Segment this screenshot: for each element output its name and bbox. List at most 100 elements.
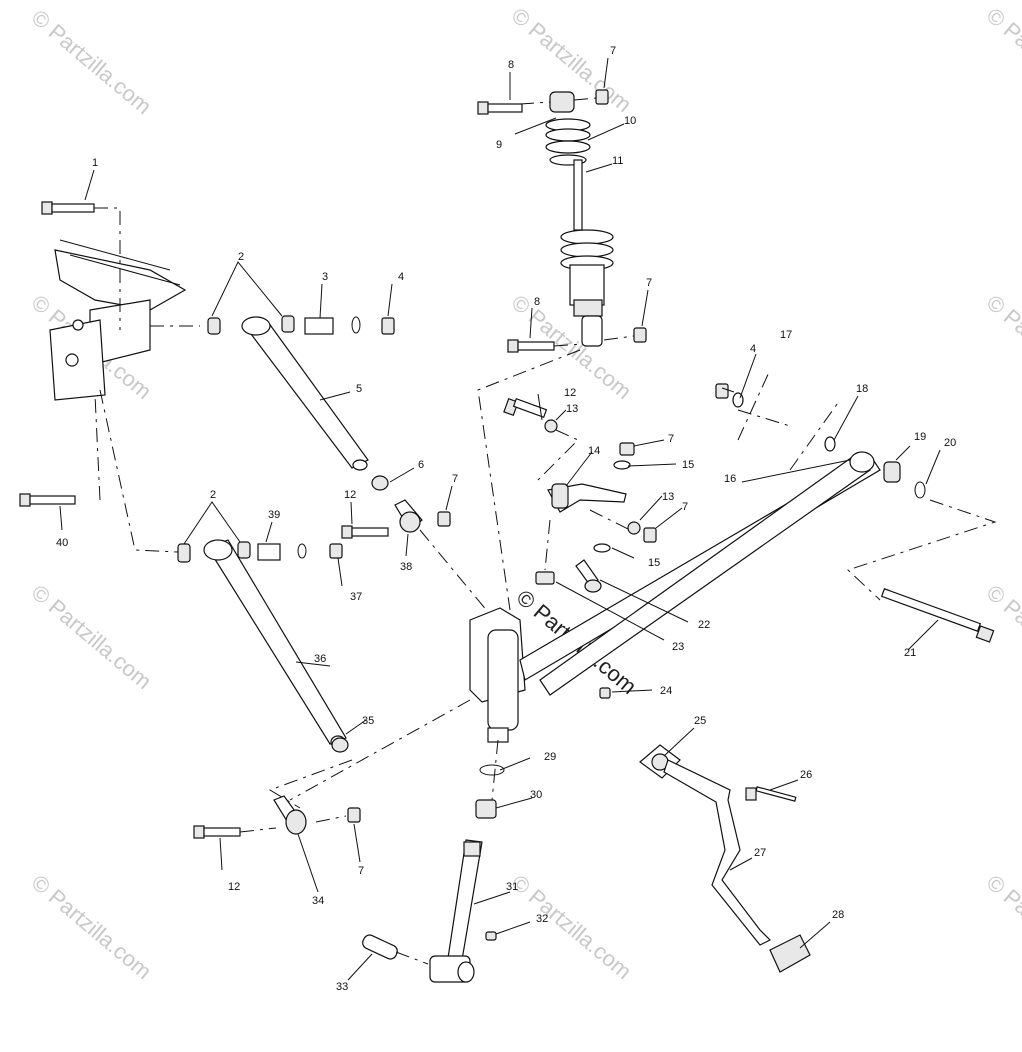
part-label: 2 [210, 489, 216, 501]
part-label: 12 [228, 881, 240, 893]
part-label: 26 [800, 769, 812, 781]
lower-a-arm [203, 539, 347, 749]
part-label: 16 [724, 473, 736, 485]
part-label: 1 [92, 157, 98, 169]
bushing [177, 543, 191, 563]
nut [347, 807, 361, 823]
pin [362, 934, 398, 960]
upper-a-arm [241, 316, 369, 471]
part-label: 13 [566, 403, 578, 415]
bolt-1 [41, 201, 95, 215]
part-label: 38 [400, 561, 412, 573]
part-label: 9 [496, 139, 502, 151]
nut [633, 327, 647, 343]
watermark: © Partzilla.com [982, 3, 1022, 117]
bolt [503, 397, 548, 419]
watermark: © Partzilla.com [27, 580, 157, 694]
part-label: 4 [398, 271, 404, 283]
seal-ring [914, 481, 926, 499]
part-label: 3 [322, 271, 328, 283]
part-label: 31 [506, 881, 518, 893]
bolt [507, 339, 555, 353]
part-label: 27 [754, 847, 766, 859]
bolt [341, 525, 389, 539]
sleeve [257, 543, 281, 561]
washer [627, 521, 641, 535]
part-label: 12 [564, 387, 576, 399]
part-label: 25 [694, 715, 706, 727]
nut [619, 442, 635, 456]
nut [371, 475, 389, 491]
watermarks: © Partzilla.com © Partzilla.com © Partzi… [27, 3, 1022, 984]
washer [613, 460, 631, 470]
part-label: 23 [672, 641, 684, 653]
part-label: 37 [350, 591, 362, 603]
pin-26 [745, 786, 797, 802]
part-label: 29 [544, 751, 556, 763]
part-label: 7 [682, 501, 688, 513]
part-label: 15 [648, 557, 660, 569]
frame-bracket [49, 239, 187, 401]
part-label: 40 [56, 537, 68, 549]
part-label: 7 [452, 473, 458, 485]
shock-absorber [545, 91, 614, 347]
part-label: 12 [344, 489, 356, 501]
part-label: 8 [534, 296, 540, 308]
part-label: 7 [646, 277, 652, 289]
part-label: 22 [698, 619, 710, 631]
bushing [207, 317, 221, 335]
nut [643, 527, 657, 543]
part-label: 17 [780, 329, 792, 341]
part-label: 13 [662, 491, 674, 503]
steering-arm [547, 483, 627, 513]
seal-ring [297, 543, 307, 559]
washer [593, 543, 611, 553]
steering-post [639, 744, 811, 973]
part-label: 28 [832, 909, 844, 921]
bushing [883, 461, 901, 483]
part-label: 15 [682, 459, 694, 471]
part-label: 34 [312, 895, 324, 907]
part-label: 20 [944, 437, 956, 449]
part-label: 39 [268, 509, 280, 521]
part-label: 6 [418, 459, 424, 471]
part-label: 7 [358, 865, 364, 877]
part-label: 21 [904, 647, 916, 659]
ball-joint [394, 499, 423, 533]
assembly-lines [94, 97, 997, 965]
watermark: © Partzilla.com [982, 290, 1022, 404]
part-label: 30 [530, 789, 542, 801]
part-label: 10 [624, 115, 636, 127]
bolt [477, 101, 523, 115]
radius-rod [539, 451, 875, 696]
bolt-40 [19, 493, 76, 507]
spindle-shaft [429, 727, 509, 983]
part-label: 8 [508, 59, 514, 71]
washer [544, 419, 558, 433]
watermark: © Partzilla.com [507, 870, 637, 984]
nut [437, 511, 451, 527]
watermark: © Partzilla.com [27, 5, 157, 119]
sleeve [304, 317, 334, 335]
part-labels: 1 2 2 3 4 4 5 6 7 7 7 7 7 7 8 8 9 10 11 … [56, 45, 956, 993]
nut [599, 687, 611, 699]
nut [595, 89, 609, 105]
bushing [237, 541, 251, 559]
nut [331, 737, 349, 753]
nut [381, 317, 395, 335]
grease-fitting [485, 931, 497, 941]
part-label: 14 [588, 445, 600, 457]
part-label: 35 [362, 715, 374, 727]
long-bolt [880, 588, 995, 643]
part-label: 33 [336, 981, 348, 993]
part-label: 7 [668, 433, 674, 445]
bushing [281, 315, 295, 333]
part-label: 18 [856, 383, 868, 395]
part-label: 36 [314, 653, 326, 665]
tie-rod-end [575, 559, 602, 593]
washer [824, 436, 836, 452]
part-label: 4 [750, 343, 756, 355]
part-label: 11 [612, 155, 623, 167]
leader-lines [59, 57, 941, 981]
